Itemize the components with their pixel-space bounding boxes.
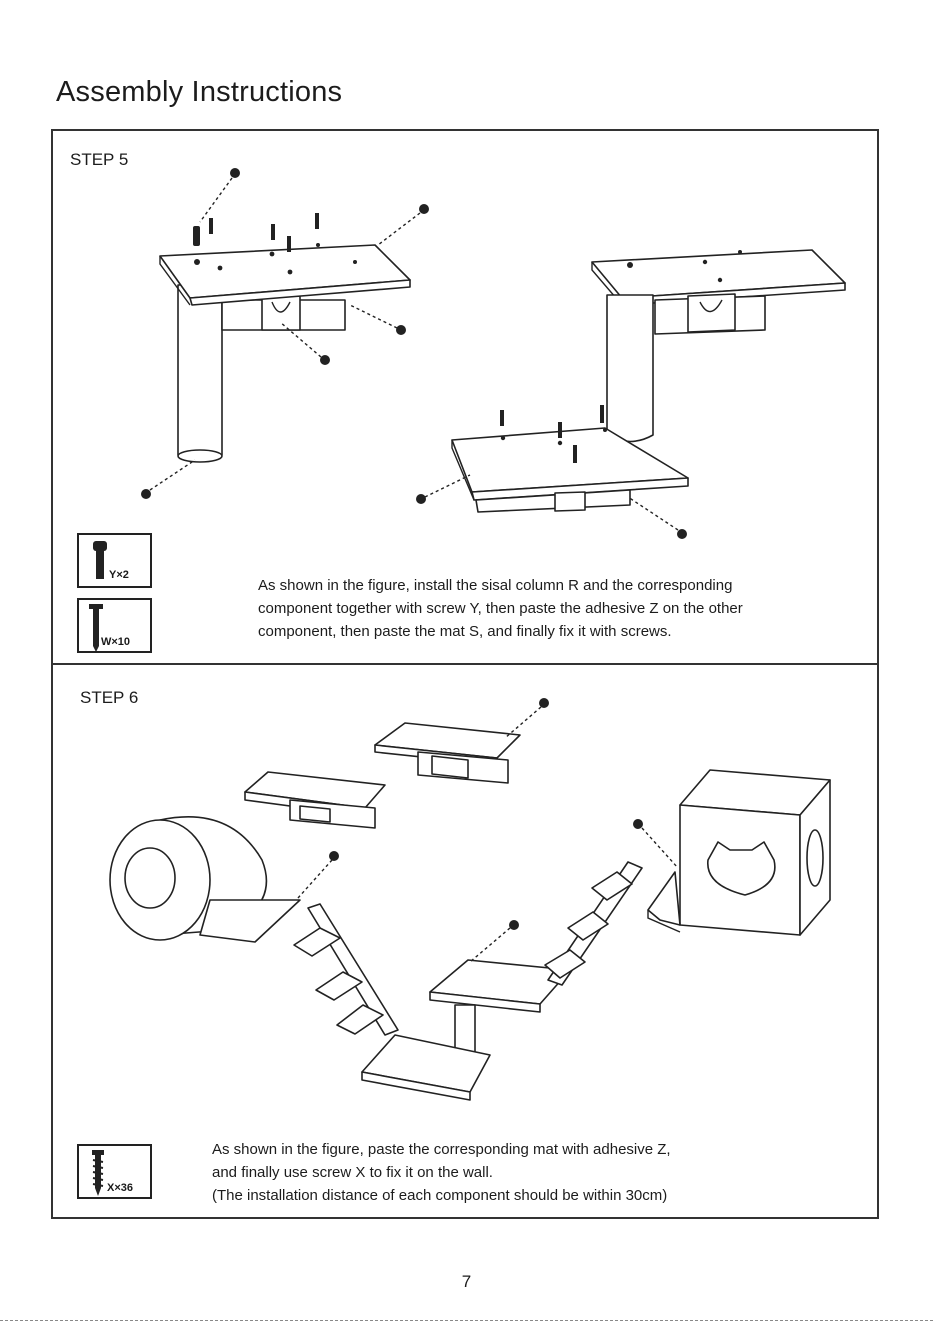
step6-description-line: As shown in the figure, paste the corres… bbox=[212, 1138, 671, 1161]
cat-house-component bbox=[633, 770, 830, 935]
hardware-box-x: X×36 bbox=[77, 1144, 152, 1199]
hardware-x-label: X×36 bbox=[107, 1182, 133, 1194]
center-shelf-component bbox=[362, 920, 570, 1100]
left-stair-component bbox=[294, 904, 398, 1035]
small-shelf-top bbox=[375, 698, 549, 783]
tunnel-component bbox=[110, 817, 339, 942]
step6-description-line: and finally use screw X to fix it on the… bbox=[212, 1161, 671, 1184]
step6-description: As shown in the figure, paste the corres… bbox=[212, 1138, 671, 1207]
page-number: 7 bbox=[0, 1272, 933, 1292]
step6-description-line: (The installation distance of each compo… bbox=[212, 1184, 671, 1207]
small-shelf-left bbox=[245, 772, 385, 828]
right-stair-component bbox=[545, 862, 642, 985]
bottom-rule bbox=[0, 1320, 933, 1321]
